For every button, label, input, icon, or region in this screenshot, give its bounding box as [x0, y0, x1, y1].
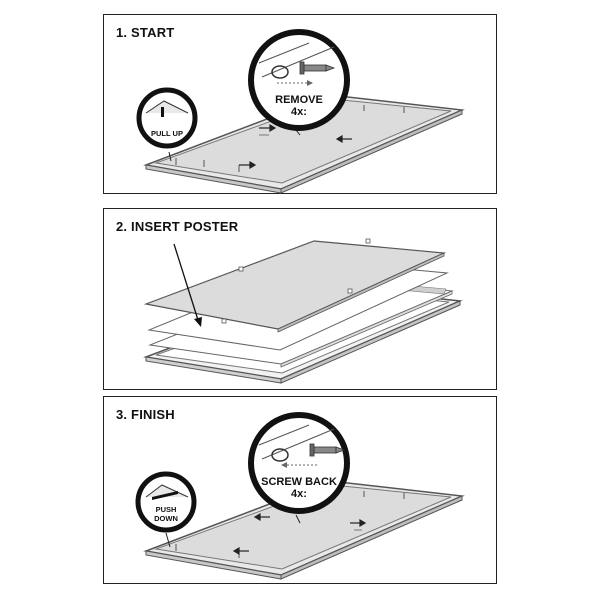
pull-up-label: PULL UP — [151, 129, 183, 138]
remove-label: REMOVE — [275, 94, 323, 106]
down-label: DOWN — [154, 514, 178, 523]
remove-screw-callout: REMOVE 4x: — [248, 29, 350, 136]
screw-icon — [309, 443, 346, 457]
step-title-insert: 2. INSERT POSTER — [116, 219, 239, 234]
step-finish-panel: 3. FINISH PUSH DOWN — [103, 396, 497, 584]
pull-up-callout: PULL UP — [136, 87, 198, 162]
frame-closed — [143, 480, 465, 580]
step-insert-panel: 2. INSERT POSTER — [103, 208, 497, 390]
screw-back-label: SCREW BACK — [261, 476, 337, 488]
step-start-panel: 1. START PU — [103, 14, 497, 194]
insert-arrow-icon — [173, 243, 202, 327]
remove-count-label: 4x: — [291, 106, 307, 118]
push-label: PUSH — [156, 505, 177, 514]
finish-illustration: PUSH DOWN SCREW BACK 4x: — [135, 412, 465, 580]
step-title-finish: 3. FINISH — [116, 407, 175, 422]
screw-icon — [299, 61, 336, 75]
start-illustration: PULL UP REMOVE 4x: — [136, 29, 465, 194]
screw-back-count-label: 4x: — [291, 488, 307, 500]
screw-back-callout: SCREW BACK 4x: — [248, 412, 350, 524]
frame-open — [143, 94, 465, 194]
insert-illustration — [143, 238, 463, 384]
push-down-callout: PUSH DOWN — [135, 471, 197, 548]
step-title-start: 1. START — [116, 25, 175, 40]
